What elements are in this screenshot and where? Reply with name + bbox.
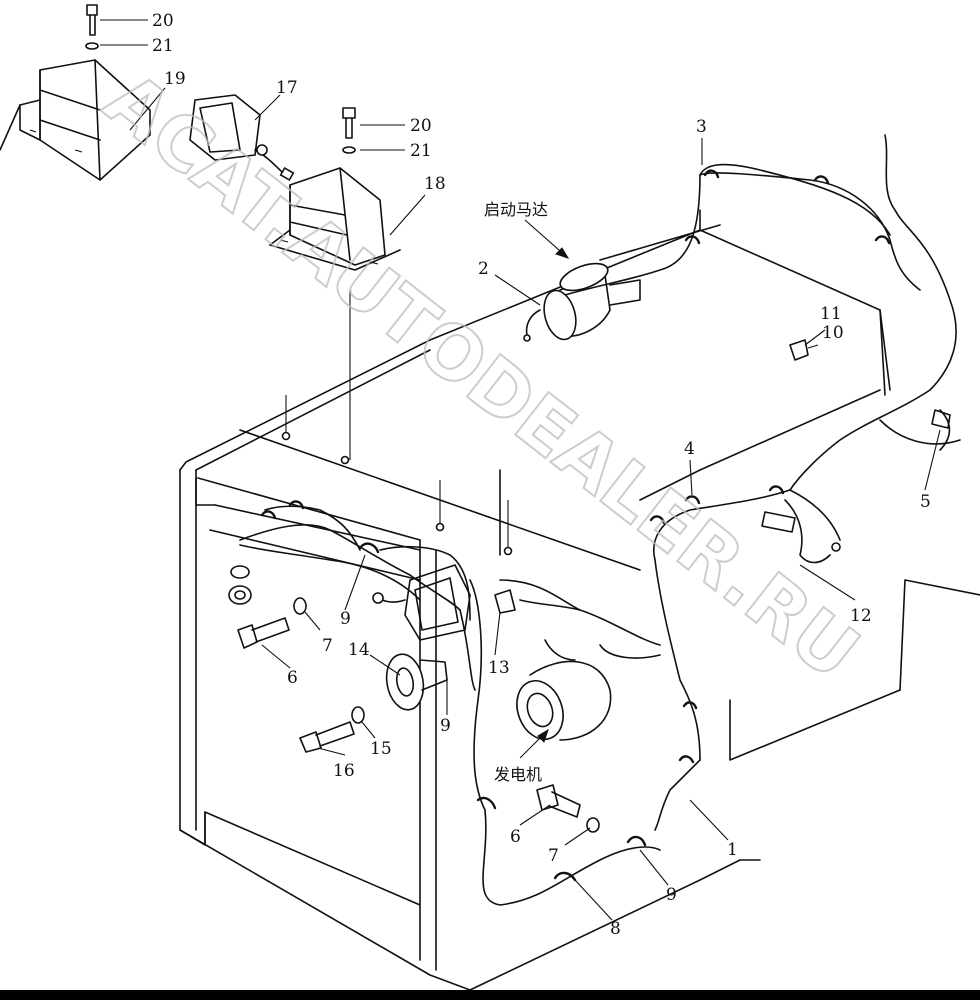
- connector-13: [494, 589, 516, 614]
- callout-7-b: 7: [548, 846, 559, 866]
- lamp-bracket-19: [0, 59, 151, 181]
- callout-3: 3: [696, 117, 707, 137]
- callout-14: 14: [348, 640, 370, 660]
- work-lamp-17: [189, 94, 295, 182]
- wiring-harness: [239, 134, 961, 906]
- callout-4: 4: [684, 439, 695, 459]
- callout-19: 19: [164, 69, 186, 89]
- callout-9-c: 9: [666, 885, 677, 905]
- callout-7-a: 7: [322, 636, 333, 656]
- annotation-arrows: [519, 219, 570, 759]
- alternator: [516, 639, 612, 741]
- callout-12: 12: [850, 606, 872, 626]
- alternator-label: 发电机: [494, 765, 542, 784]
- bottom-bar: [0, 990, 980, 1000]
- horn-14: [385, 653, 448, 711]
- starter-motor-label: 启动马达: [484, 200, 548, 219]
- connector-10-11: [789, 339, 819, 361]
- callout-21-b: 21: [410, 141, 432, 161]
- callout-2: 2: [478, 259, 489, 279]
- fasteners-left: [228, 565, 600, 833]
- sensor-5: [931, 409, 951, 429]
- callout-16: 16: [333, 761, 355, 781]
- callout-6-b: 6: [510, 827, 521, 847]
- callout-9-a: 9: [340, 609, 351, 629]
- callout-8: 8: [610, 919, 621, 939]
- callout-labels: 20 21 19 17 20 21 18 3 2 11 10 4 5 12 9 …: [152, 11, 931, 939]
- callout-11: 11: [820, 304, 842, 324]
- callout-21-a: 21: [152, 36, 174, 56]
- callout-15: 15: [370, 739, 392, 759]
- starter-motor-2: [523, 262, 641, 342]
- cable-clips: [260, 169, 891, 882]
- watermark: ACAT.AUTODEALER.RU: [89, 56, 874, 696]
- bolt-washer-center: [342, 107, 356, 154]
- callout-1: 1: [727, 840, 738, 860]
- callout-10: 10: [822, 323, 844, 343]
- work-lamp-center: [372, 564, 471, 641]
- callout-18: 18: [424, 174, 446, 194]
- callout-13: 13: [488, 658, 510, 678]
- callout-20-a: 20: [152, 11, 174, 31]
- switch-12: [761, 511, 841, 552]
- callout-5: 5: [920, 492, 931, 512]
- leader-lines: [100, 19, 941, 921]
- lamp-bracket-18: [269, 167, 401, 271]
- bolt-washer-top-left: [85, 4, 99, 50]
- callout-20-b: 20: [410, 116, 432, 136]
- callout-17: 17: [276, 78, 298, 98]
- callout-9-b: 9: [440, 716, 451, 736]
- callout-6-a: 6: [287, 668, 298, 688]
